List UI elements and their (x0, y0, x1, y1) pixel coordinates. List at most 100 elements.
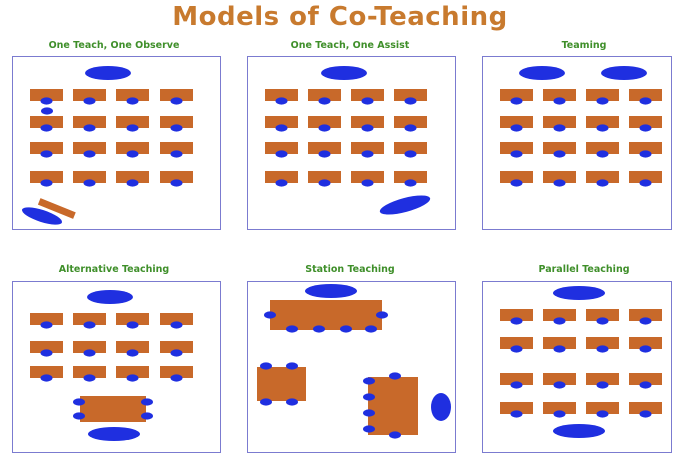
panel-label-alternative-teaching: Alternative Teaching (58, 264, 170, 275)
student-dot (141, 398, 153, 406)
student-dot (389, 431, 401, 439)
desk (629, 116, 662, 128)
desk (265, 89, 298, 101)
student-dot (404, 150, 417, 158)
desk (500, 142, 533, 154)
teacher-ellipse (85, 66, 131, 80)
student-dot (275, 150, 288, 158)
student-dot (596, 410, 609, 418)
student-dot (553, 124, 566, 132)
desk (116, 313, 149, 325)
desk (160, 313, 193, 325)
student-dot (639, 150, 652, 158)
desk (351, 116, 384, 128)
student-dot (40, 374, 53, 382)
student-dot (83, 97, 96, 105)
desk (160, 171, 193, 183)
student-dot (639, 97, 652, 105)
station-table-right (368, 377, 418, 435)
small-group-table (80, 396, 146, 422)
teacher-ellipse (321, 66, 367, 80)
student-dot (510, 124, 523, 132)
student-dot (126, 374, 139, 382)
station-teacher-ellipse (431, 393, 451, 421)
teacher-ellipse (553, 286, 605, 300)
student-dot (141, 412, 153, 420)
student-dot (510, 97, 523, 105)
desk (586, 373, 619, 385)
student-dot (553, 179, 566, 187)
desk (629, 309, 662, 321)
desk (73, 341, 106, 353)
desk (543, 142, 576, 154)
student-dot (596, 97, 609, 105)
student-dot (73, 398, 85, 406)
student-dot (170, 150, 183, 158)
student-dot (83, 150, 96, 158)
student-dot (363, 425, 375, 433)
student-dot (170, 124, 183, 132)
desk (116, 116, 149, 128)
desk (351, 142, 384, 154)
student-dot (260, 362, 272, 370)
desk (160, 341, 193, 353)
panel-label-one-teach-one-observe: One Teach, One Observe (48, 40, 180, 51)
desk (629, 402, 662, 414)
student-dot (126, 97, 139, 105)
student-dot (639, 410, 652, 418)
desk (500, 309, 533, 321)
desk (500, 373, 533, 385)
desk (543, 171, 576, 183)
student-dot (83, 124, 96, 132)
student-dot (596, 317, 609, 325)
desk (500, 171, 533, 183)
student-dot (126, 150, 139, 158)
desk (30, 89, 63, 101)
desk (394, 116, 427, 128)
desk (308, 116, 341, 128)
teacher-ellipse (305, 284, 357, 298)
student-dot (365, 325, 377, 333)
desk (265, 142, 298, 154)
desk (308, 171, 341, 183)
student-dot (639, 345, 652, 353)
student-dot (404, 124, 417, 132)
desk (160, 89, 193, 101)
student-dot (286, 362, 298, 370)
student-dot (170, 321, 183, 329)
desk (160, 142, 193, 154)
student-dot (361, 124, 374, 132)
student-dot (83, 179, 96, 187)
desk (351, 171, 384, 183)
desk (116, 341, 149, 353)
desk (586, 142, 619, 154)
desk (394, 89, 427, 101)
student-dot (553, 150, 566, 158)
desk (30, 313, 63, 325)
observer-desk (37, 198, 76, 219)
desk (500, 402, 533, 414)
student-dot (40, 150, 53, 158)
desk (629, 373, 662, 385)
observer-teacher-ellipse (21, 207, 63, 225)
student-dot (553, 345, 566, 353)
teacher-ellipse (553, 424, 605, 438)
desk (586, 309, 619, 321)
teacher-ellipse (88, 427, 140, 441)
student-dot (553, 317, 566, 325)
station-table-top (270, 300, 382, 330)
student-dot (126, 179, 139, 187)
student-dot (404, 97, 417, 105)
student-dot (286, 325, 298, 333)
desk (30, 171, 63, 183)
desk (586, 89, 619, 101)
panel-label-one-teach-one-assist: One Teach, One Assist (290, 40, 410, 51)
student-dot (553, 410, 566, 418)
student-dot (404, 179, 417, 187)
desk (394, 142, 427, 154)
student-dot (510, 317, 523, 325)
desk (30, 116, 63, 128)
desk (73, 171, 106, 183)
student-dot (389, 372, 401, 380)
student-dot (596, 381, 609, 389)
